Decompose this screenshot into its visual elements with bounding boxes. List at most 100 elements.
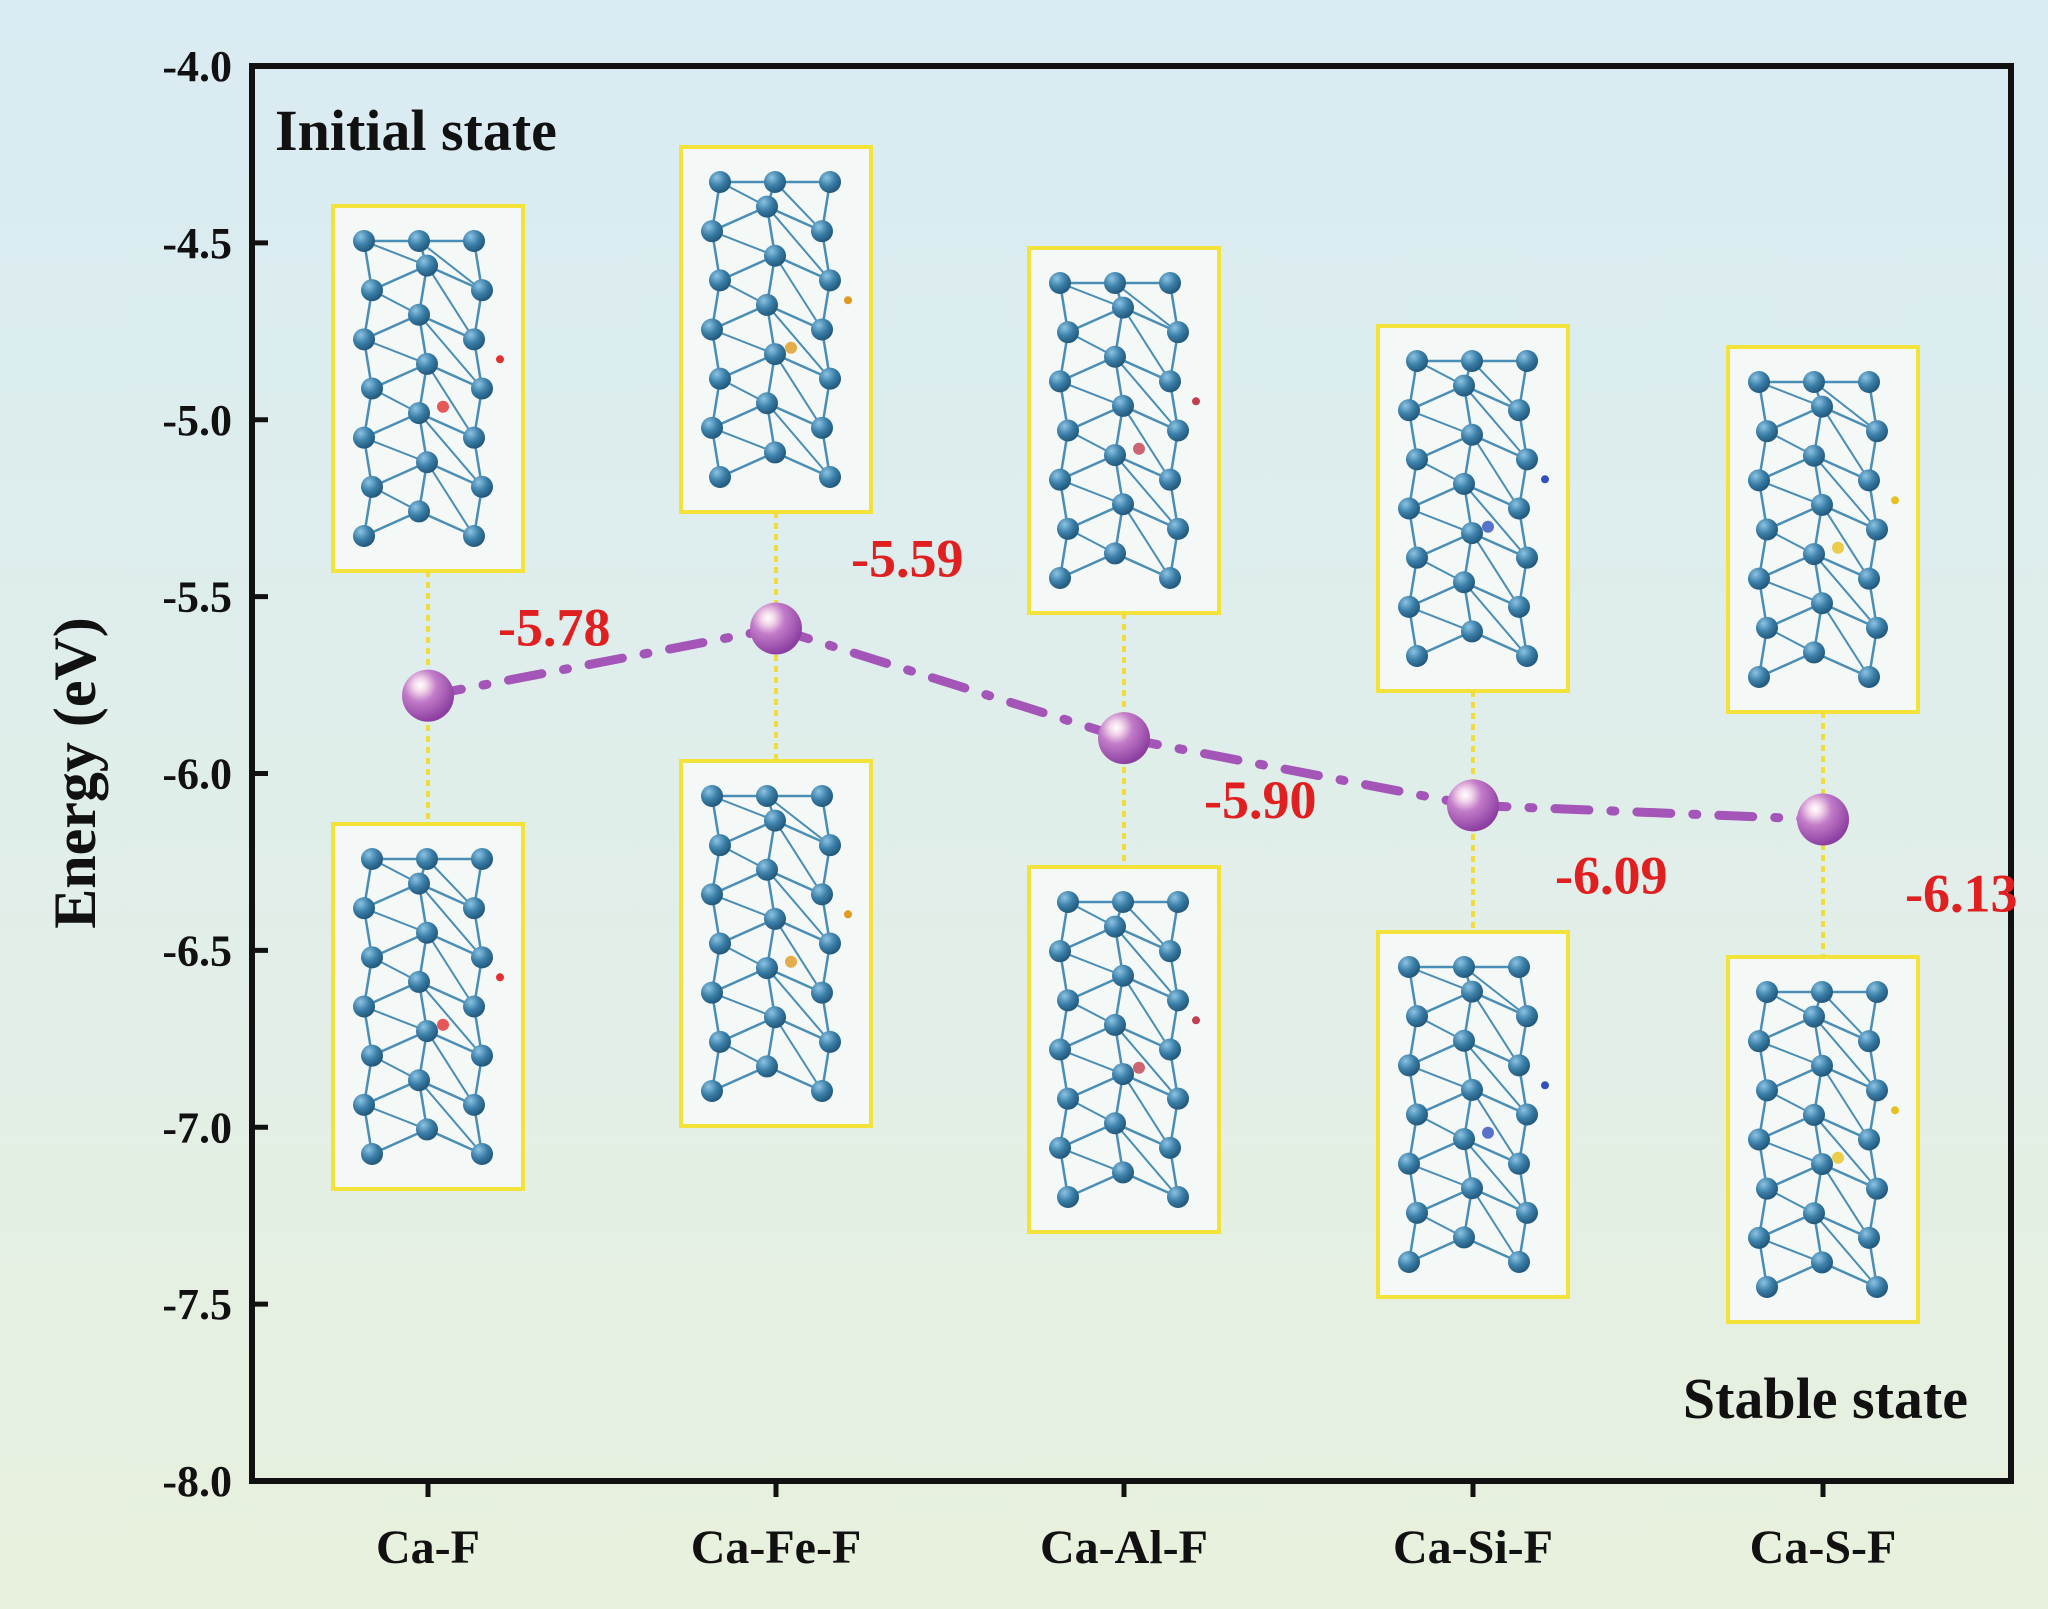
lattice-atom <box>1112 394 1134 417</box>
lattice-atom <box>1811 1251 1833 1274</box>
lattice-atom <box>1461 1078 1483 1101</box>
lattice-atom <box>764 171 786 193</box>
lattice-atom <box>416 451 438 474</box>
lattice-atom <box>1866 1276 1888 1298</box>
y-tick-label: -6.0 <box>162 750 232 799</box>
energy-line-segment <box>1119 733 1478 810</box>
lattice-atom <box>701 1080 723 1102</box>
lattice-atom <box>1748 1226 1770 1249</box>
adsorbate-atom <box>844 910 852 919</box>
lattice-atom <box>1756 616 1778 639</box>
lattice-atom <box>1461 522 1483 545</box>
lattice-atom <box>701 416 723 439</box>
initial-state-label: Initial state <box>275 98 557 163</box>
lattice-atom <box>1858 469 1880 492</box>
lattice-atom <box>1748 469 1770 492</box>
lattice-atom <box>709 367 731 390</box>
lattice-atom <box>463 328 485 351</box>
lattice-atom <box>1398 1152 1420 1175</box>
lattice-atom <box>471 1044 493 1067</box>
lattice-atom <box>1057 517 1079 540</box>
lattice-atom <box>1756 518 1778 541</box>
lattice-atom <box>1049 468 1071 491</box>
lattice-atom <box>1461 1177 1483 1200</box>
lattice-atom <box>1406 1201 1428 1224</box>
lattice-atom <box>353 230 375 252</box>
lattice-atom <box>1104 444 1126 467</box>
lattice-atom <box>764 441 786 464</box>
lattice-atom <box>811 981 833 1004</box>
lattice-atom <box>756 392 778 415</box>
lattice-atom <box>471 279 493 302</box>
lattice-atom <box>756 957 778 980</box>
dopant-atom <box>1832 1151 1844 1164</box>
lattice-atom <box>361 1044 383 1067</box>
lattice-atom <box>1453 571 1475 594</box>
lattice-atom <box>1159 370 1181 393</box>
lattice-atom <box>1803 1202 1825 1225</box>
stable-structure-panel <box>331 822 525 1191</box>
lattice-atom <box>1866 420 1888 443</box>
lattice-atom <box>1811 395 1833 418</box>
lattice-atom <box>1057 891 1079 913</box>
lattice-atom <box>819 834 841 857</box>
lattice-atom <box>1453 956 1475 978</box>
lattice-atom <box>1167 1186 1189 1208</box>
lattice-atom <box>1453 472 1475 495</box>
dopant-atom <box>785 955 797 968</box>
lattice-atom <box>1866 981 1888 1003</box>
lattice-atom <box>1167 891 1189 913</box>
lattice-atom <box>1866 518 1888 541</box>
lattice-atom <box>1748 1128 1770 1151</box>
adsorbate-atom <box>1192 1016 1200 1025</box>
lattice-atom <box>1057 989 1079 1012</box>
lattice-atom <box>1748 1030 1770 1053</box>
lattice-atom <box>361 475 383 498</box>
lattice-atom <box>1803 1005 1825 1028</box>
energy-line-segment <box>423 623 781 701</box>
lattice-atom <box>1159 1038 1181 1061</box>
dopant-atom <box>1482 1126 1494 1139</box>
lattice-atom <box>764 244 786 267</box>
lattice-atom <box>811 220 833 243</box>
lattice-atom <box>701 981 723 1004</box>
lattice-atom <box>1516 546 1538 569</box>
lattice-atom <box>1756 1079 1778 1102</box>
lattice-atom <box>361 377 383 400</box>
lattice-atom <box>1104 915 1126 938</box>
lattice-atom <box>1159 468 1181 491</box>
lattice-atom <box>756 785 778 807</box>
lattice-atom <box>1858 1030 1880 1053</box>
lattice-atom <box>463 426 485 449</box>
lattice-atom <box>1057 1186 1079 1208</box>
lattice-atom <box>1112 1161 1134 1184</box>
lattice-atom <box>756 195 778 218</box>
lattice-atom <box>1811 1054 1833 1077</box>
lattice-atom <box>471 475 493 498</box>
lattice-atom <box>811 318 833 341</box>
y-tick-label: -7.0 <box>162 1103 232 1152</box>
lattice-atom <box>353 1093 375 1116</box>
lattice-atom <box>819 367 841 390</box>
lattice-atom <box>1756 1276 1778 1298</box>
lattice-atom <box>463 995 485 1018</box>
stable-state-label: Stable state <box>1683 1366 1968 1431</box>
adsorbate-atom <box>496 973 504 982</box>
lattice-atom <box>471 377 493 400</box>
lattice-atom <box>1453 1226 1475 1249</box>
lattice-atom <box>1811 592 1833 615</box>
data-label: -6.09 <box>1555 845 1667 905</box>
lattice-atom <box>1398 399 1420 422</box>
lattice-atom <box>1406 645 1428 667</box>
data-label: -5.78 <box>498 598 610 658</box>
lattice-atom <box>1406 1005 1428 1028</box>
lattice-atom <box>471 848 493 870</box>
stable-structure-panel <box>679 759 873 1128</box>
lattice-atom <box>463 525 485 547</box>
adsorbate-atom <box>1891 1106 1899 1115</box>
energy-point <box>1447 779 1499 832</box>
lattice-atom <box>1104 1112 1126 1135</box>
energy-line-segment <box>771 623 1129 743</box>
lattice-atom <box>1112 1063 1134 1086</box>
lattice-atom <box>1858 567 1880 590</box>
